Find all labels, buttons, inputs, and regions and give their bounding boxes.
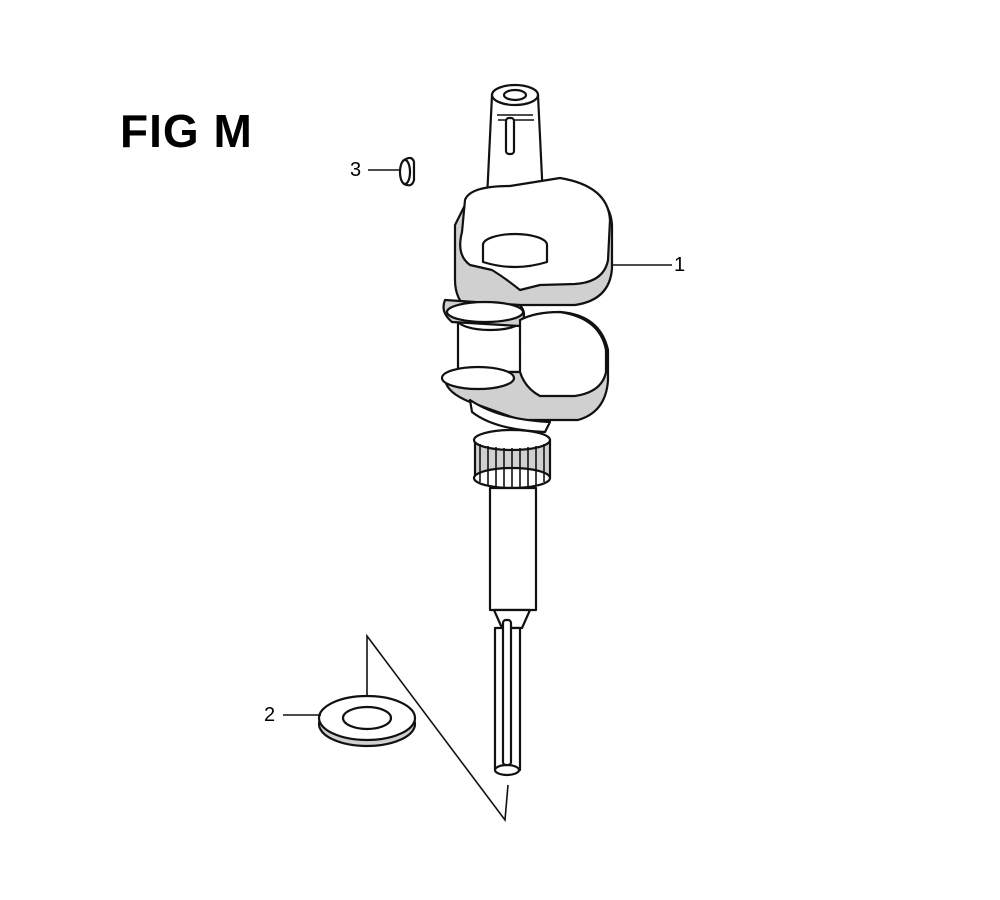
callout-1: 1	[674, 254, 686, 276]
assembly-guide-lines	[366, 633, 509, 823]
crankshaft	[440, 83, 614, 777]
figure-title: FIG M	[120, 105, 253, 157]
callout-3: 3	[350, 159, 362, 181]
callout-2: 2	[264, 704, 276, 726]
woodruff-key	[398, 156, 416, 187]
leader-lines	[283, 169, 672, 716]
washer	[317, 694, 417, 748]
